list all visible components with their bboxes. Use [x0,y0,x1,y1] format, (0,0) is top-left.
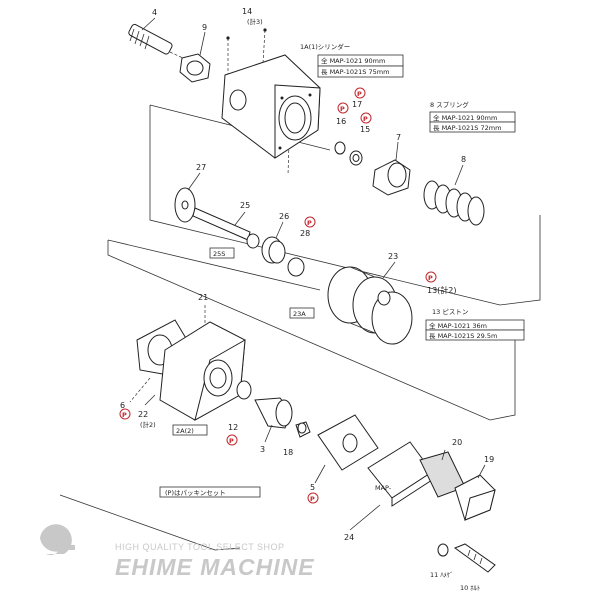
plate-text: MAP- [375,484,392,492]
brand-tagline: HIGH QUALITY TOOL SELECT SHOP [115,542,285,552]
part-19-block: 19 [454,455,496,521]
assy-2a-label: 2A(2) [176,427,194,435]
label-22: 22 [138,410,148,419]
svg-text:P: P [229,437,234,445]
svg-text:P: P [428,274,433,282]
cylinder-label: 1A(1)シリンダー [300,42,350,51]
part-8-spring: 8 [423,155,485,226]
label-15: 15 [360,125,370,134]
label-26: 26 [279,212,289,221]
piston-spec-1: 全 MAP-1021 36m [429,321,487,330]
label-4: 4 [152,8,157,17]
outline-upper [149,105,541,306]
part-22-pins: 22 (計2) [138,394,156,429]
part-2a-housing: 2A(2) [136,319,246,436]
packing-mark-13: P [425,271,437,283]
part-23-piston: 23 23A [289,252,413,345]
part-27-disc: 27 [174,163,206,223]
label-8: 8 [461,155,466,164]
part-9-nut: 9 [179,23,211,83]
spring-label: 8 スプリング [430,100,469,109]
cylinder-label-box: 1A(1)シリンダー 全 MAP-1021 90mm 長 MAP-1021S 7… [300,42,404,78]
packing-mark-6: P [119,408,131,420]
label-9: 9 [202,23,207,32]
part-26-bushing: 26 [261,212,289,264]
label-19: 19 [484,455,494,464]
label-20: 20 [452,438,462,447]
label-27: 27 [196,163,206,172]
packing-set-legend: (P)はパッキンセット [159,486,261,498]
svg-text:P: P [340,105,345,113]
spring-spec-1: 全 MAP-1021 90mm [433,113,497,122]
part-25-rod: 25 25S [192,201,260,259]
label-7: 7 [396,133,401,142]
assy-25s-label: 25S [213,250,225,258]
label-11: 11 ﾊﾒｹﾞ [430,571,453,579]
part-7-cap: 7 [372,133,411,196]
svg-text:P: P [363,115,368,123]
cylinder-spec-1: 全 MAP-1021 90mm [321,56,385,65]
label-13: 13(計2) [427,285,457,295]
brand-watermark: HIGH QUALITY TOOL SELECT SHOP EHIME MACH… [40,524,315,580]
packing-mark-15: P [360,112,372,124]
assembly-outlines [59,104,541,551]
part-13-piston-rings: 13(計2) [427,285,457,295]
outline-middle [107,240,516,421]
cylinder-spec-2: 長 MAP-1021S 75mm [321,68,389,76]
label-6: 6 [120,401,125,410]
part-1a-cylinder [221,54,321,159]
spring-label-box: 8 スプリング 全 MAP-1021 90mm 長 MAP-1021S 72mm [429,100,516,133]
label-18: 18 [283,448,293,457]
parts-15-16-17-rings: 17 16 15 [334,100,370,166]
svg-text:P: P [122,411,127,419]
packing-mark-28: P [304,216,316,228]
label-17: 17 [352,100,362,109]
label-25: 25 [240,201,250,210]
label-14-sub: (計3) [247,17,263,26]
packing-mark-17: P [354,87,366,99]
label-23: 23 [388,252,398,261]
legend-text: (P)はパッキンセット [165,489,226,497]
brand-logo-icon [40,524,75,556]
part-3-plug: 3 [254,397,293,454]
label-5: 5 [310,483,315,492]
svg-text:P: P [310,495,315,503]
outline-lower [59,494,241,551]
packing-mark-12: P [226,434,238,446]
outline-middle-top [107,239,321,291]
label-16: 16 [336,117,346,126]
piston-label: 13 ピストン [432,308,468,316]
piston-spec-2: 長 MAP-1021S 29.5m [429,332,497,340]
piston-label-box: 13 ピストン 全 MAP-1021 36m 長 MAP-1021S 29.5m [425,308,525,341]
label-28: 28 [300,229,310,238]
part-10-bolt: 10 ﾎﾙﾄ [453,543,496,592]
part-4-threaded-shaft: 4 [128,8,201,67]
label-14: 14 [242,7,252,16]
part-11-washer: 11 ﾊﾒｹﾞ [430,543,453,579]
assy-23a-label: 23A [293,310,306,318]
part-6-pin: 6 [120,377,151,410]
packing-mark-16: P [337,102,349,114]
label-12: 12 [228,423,238,432]
label-22-sub: (計2) [140,420,156,429]
spring-spec-2: 長 MAP-1021S 72mm [433,124,501,132]
label-24: 24 [344,533,354,542]
part-28-oring: 28 [287,229,310,277]
label-3: 3 [260,445,265,454]
svg-text:P: P [307,219,312,227]
label-10: 10 ﾎﾙﾄ [460,584,480,592]
svg-text:P: P [357,90,362,98]
packing-mark-5: P [307,492,319,504]
brand-name: EHIME MACHINE [115,554,315,580]
part-18-cap: 18 [283,421,311,457]
label-21: 21 [198,293,208,302]
part-12-oring: 12 [228,380,252,432]
part-5-gasket: 5 [310,414,379,492]
